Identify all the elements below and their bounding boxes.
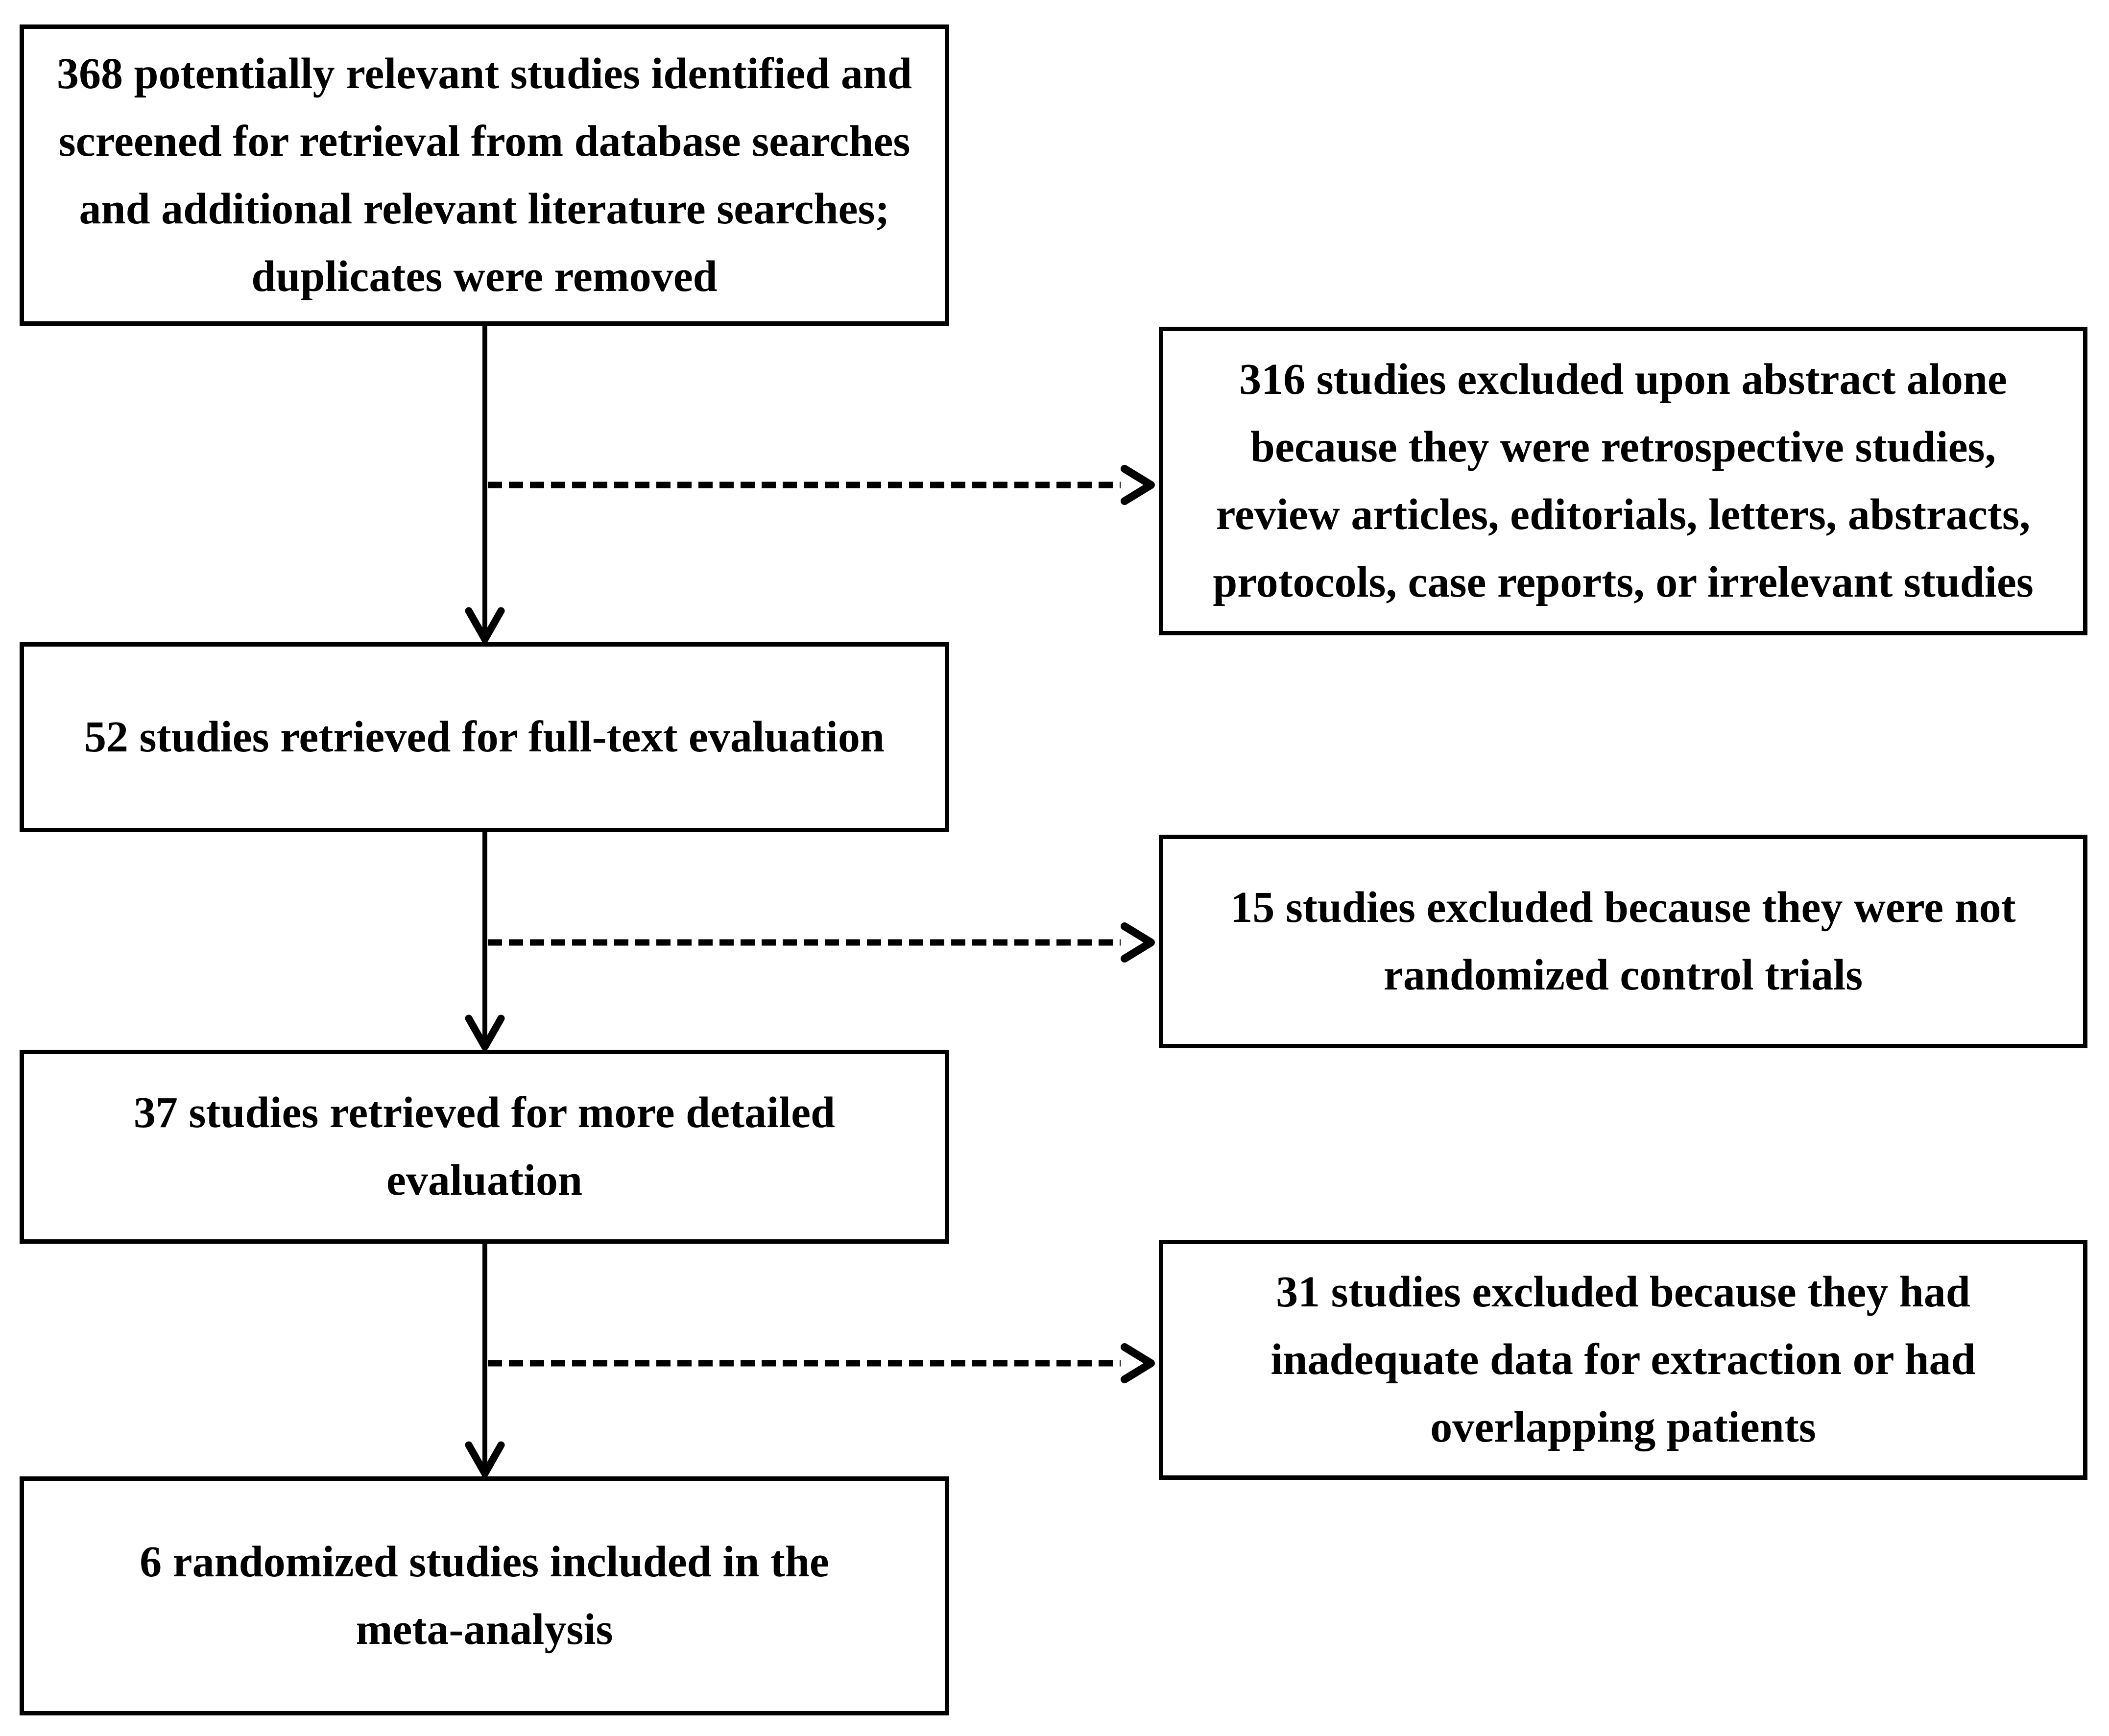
dashed-arrow-to-excluded-on-abstract — [488, 465, 1155, 505]
arrow-fulltext-to-detailed — [465, 831, 505, 1051]
node-text-line: 368 potentially relevant studies identif… — [57, 49, 912, 98]
node-excluded-not-rct: 15 studies excluded because they were no… — [1159, 835, 2087, 1048]
node-studies-identified: 368 potentially relevant studies identif… — [20, 24, 949, 326]
node-text-line: randomized control trials — [1383, 951, 1863, 999]
node-text-line: evaluation — [386, 1156, 583, 1205]
node-text-line: overlapping patients — [1430, 1403, 1816, 1451]
node-text-line: inadequate data for extraction or had — [1270, 1335, 1976, 1384]
node-fulltext-evaluation: 52 studies retrieved for full-text evalu… — [20, 642, 949, 832]
node-detailed-evaluation: 37 studies retrieved for more detailed e… — [20, 1050, 949, 1244]
node-excluded-on-abstract: 316 studies excluded upon abstract alone… — [1159, 327, 2087, 635]
arrow-detailed-to-included — [465, 1243, 505, 1477]
node-text-line: and additional relevant literature searc… — [79, 184, 890, 233]
node-text-line: 31 studies excluded because they had — [1276, 1268, 1970, 1316]
node-text-line: 52 studies retrieved for full-text evalu… — [84, 713, 885, 761]
node-included-meta-analysis: 6 randomized studies included in the met… — [20, 1476, 949, 1715]
node-text-line: meta-analysis — [356, 1605, 613, 1654]
node-text-line: 37 studies retrieved for more detailed — [133, 1088, 836, 1137]
node-excluded-inadequate-data: 31 studies excluded because they had ina… — [1159, 1240, 2087, 1480]
node-text-line: 6 randomized studies included in the — [140, 1538, 829, 1586]
node-text-line: 316 studies excluded upon abstract alone — [1239, 355, 2007, 404]
node-text-line: duplicates were removed — [251, 252, 718, 301]
node-text-line: 15 studies excluded because they were no… — [1230, 883, 2016, 932]
node-text-line: protocols, case reports, or irrelevant s… — [1213, 558, 2034, 606]
node-text-line: because they were retrospective studies, — [1250, 423, 1996, 471]
dashed-arrow-to-excluded-inadequate-data — [488, 1343, 1155, 1383]
node-text-line: screened for retrieval from database sea… — [58, 117, 911, 166]
node-text-line: review articles, editorials, letters, ab… — [1216, 490, 2031, 539]
arrow-identified-to-fulltext — [465, 325, 505, 643]
dashed-arrow-to-excluded-not-rct — [488, 922, 1155, 963]
